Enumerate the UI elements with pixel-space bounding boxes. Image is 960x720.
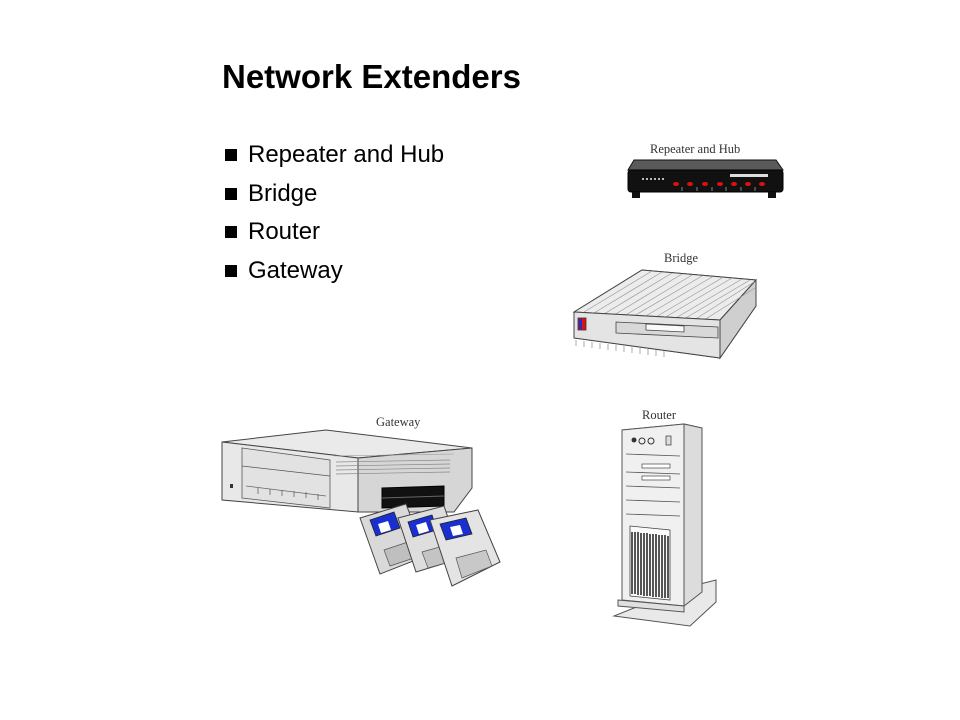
slide-title: Network Extenders bbox=[222, 58, 521, 95]
square-bullet-icon bbox=[225, 264, 237, 277]
bullet-item-router: Router bbox=[224, 213, 444, 252]
square-bullet-icon bbox=[225, 149, 237, 161]
bullet-label: Gateway bbox=[248, 256, 343, 284]
bullet-label: Bridge bbox=[248, 179, 318, 207]
router-caption: Router bbox=[642, 408, 677, 422]
router-illustration bbox=[612, 423, 717, 627]
bullet-list: Repeater and Hub Bridge Router Gateway bbox=[224, 136, 444, 290]
bullet-item-bridge: Bridge bbox=[224, 175, 444, 214]
bullet-item-repeater-hub: Repeater and Hub bbox=[224, 136, 444, 175]
gateway-illustration bbox=[221, 429, 501, 587]
repeater-hub-caption: Repeater and Hub bbox=[650, 142, 741, 156]
bridge-illustration bbox=[572, 269, 758, 360]
bridge-caption: Bridge bbox=[664, 251, 699, 265]
repeater-hub-illustration bbox=[627, 159, 784, 198]
floppy-disk-icon bbox=[429, 509, 501, 587]
bullet-label: Router bbox=[248, 218, 321, 245]
square-bullet-icon bbox=[225, 187, 237, 200]
square-bullet-icon bbox=[225, 226, 237, 238]
gateway-caption: Gateway bbox=[376, 415, 421, 429]
bullet-item-gateway: Gateway bbox=[224, 252, 444, 291]
bullet-label: Repeater and Hub bbox=[248, 141, 445, 168]
